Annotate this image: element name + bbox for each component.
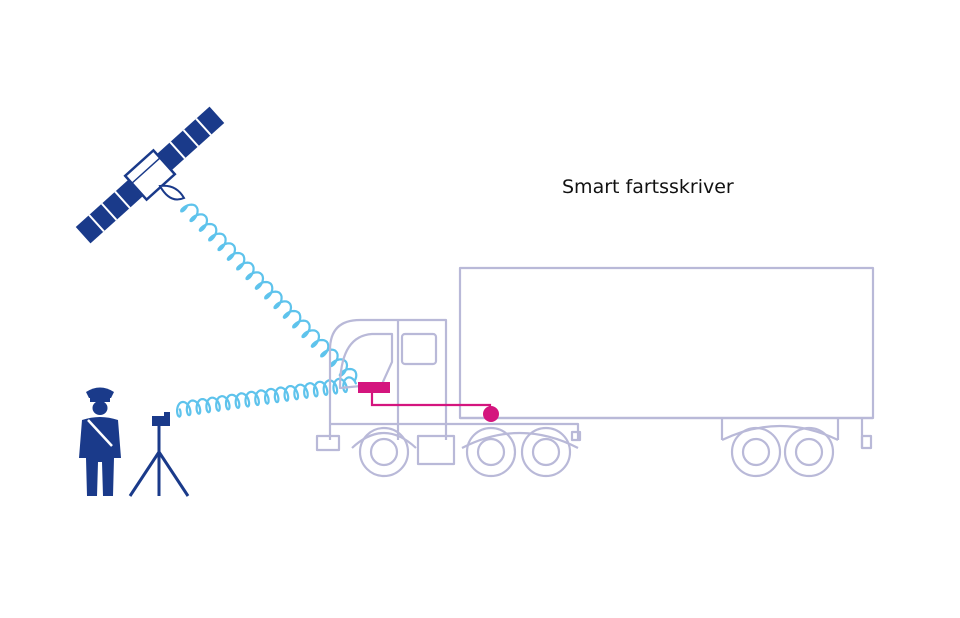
tachograph-cable [370,393,492,414]
fuel-tank [416,434,456,466]
tachograph-unit-icon [358,382,499,422]
cab-side-window [400,332,438,366]
truck-wheels [358,426,835,478]
tachograph-unit [358,382,390,393]
roadside-sensor-icon [128,412,190,497]
satellite-icon [75,106,225,244]
cab-windshield [338,332,394,390]
truck-cab [328,318,448,440]
trailer-box [458,266,875,420]
roadside-signal-wave [176,376,357,418]
motion-sensor [483,406,499,422]
diagram-title: Smart fartsskriver [562,176,734,198]
truck-icon [315,266,875,478]
satellite-dish [158,184,186,201]
satellite-signal-wave [180,203,358,382]
police-officer-icon [79,387,121,496]
